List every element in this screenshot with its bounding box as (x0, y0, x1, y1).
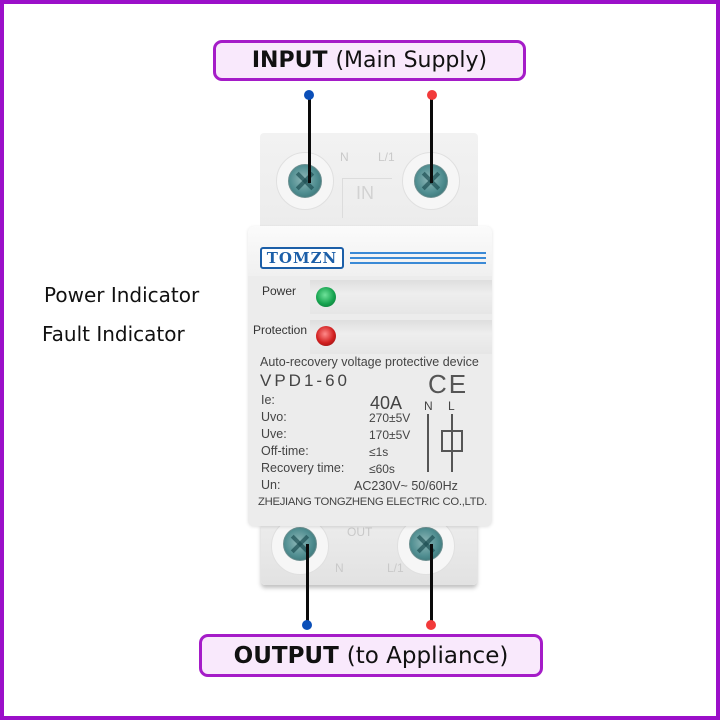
out-marking: OUT (347, 525, 373, 539)
input-neutral-screw-icon[interactable] (288, 164, 322, 198)
spec-label-uvo: Uvo: (261, 410, 287, 424)
output-live-dot (426, 620, 436, 630)
power-led-label: Power (262, 284, 297, 298)
output-live-screw-icon[interactable] (409, 527, 443, 561)
spec-value-uvo: 270±5V (369, 411, 411, 425)
spec-label-uve: Uve: (261, 427, 287, 441)
spec-value-recovery-time: ≤60s (369, 462, 395, 476)
protection-led-label: Protection (253, 323, 308, 337)
neutral-line-symbol (427, 414, 429, 472)
output-live-wire (430, 544, 433, 625)
live-line-symbol (451, 414, 453, 472)
input-callout: INPUT (Main Supply) (213, 40, 526, 81)
in-marking: IN (356, 183, 374, 203)
in-marking-box (342, 178, 392, 218)
protection-led-icon (316, 326, 336, 346)
power-indicator-strip (310, 280, 492, 314)
spec-label-un: Un: (261, 478, 281, 492)
device-title: Auto-recovery voltage protective device (260, 355, 479, 369)
output-l-marking: L/1 (387, 561, 404, 575)
output-n-marking: N (335, 561, 344, 575)
input-live-dot (427, 90, 437, 100)
input-callout-bold: INPUT (251, 48, 328, 73)
pole-n-label: N (424, 399, 433, 413)
pole-l-label: L (448, 399, 455, 413)
device-model: VPD1-60 (260, 371, 350, 390)
output-callout-bold: OUTPUT (233, 642, 339, 669)
brand-stripes (350, 252, 486, 267)
input-terminal-block: N L/1 IN (260, 133, 478, 228)
device-front-panel: TOMZN Power Protection Auto-recovery vol… (248, 226, 492, 526)
fault-indicator-label: Fault Indicator (42, 322, 185, 346)
spec-value-off-time: ≤1s (369, 445, 389, 459)
input-neutral-dot (304, 90, 314, 100)
power-led-icon (316, 287, 336, 307)
spec-value-un: AC230V~ 50/60Hz (354, 479, 458, 493)
brand-strip: TOMZN (248, 226, 492, 276)
power-indicator-label: Power Indicator (44, 283, 200, 307)
output-callout: OUTPUT (to Appliance) (199, 634, 543, 677)
spec-value-ie: 40A (370, 393, 403, 413)
output-callout-text: (to Appliance) (346, 642, 509, 669)
spec-label-ie: Ie: (261, 393, 275, 407)
output-terminal-block: OUT N L/1 (261, 517, 477, 585)
ce-mark-icon: CE (428, 369, 469, 399)
protection-indicator-strip (310, 320, 492, 354)
spec-label-recovery-time: Recovery time: (261, 461, 345, 475)
output-neutral-dot (302, 620, 312, 630)
relay-symbol-icon (441, 430, 463, 452)
input-l-marking: L/1 (378, 150, 395, 164)
input-n-marking: N (340, 150, 349, 164)
input-live-wire (430, 96, 433, 183)
input-neutral-wire (308, 96, 311, 183)
output-neutral-wire (306, 544, 309, 625)
output-neutral-screw-icon[interactable] (283, 527, 317, 561)
manufacturer-text: ZHEJIANG TONGZHENG ELECTRIC CO.,LTD. (258, 496, 487, 508)
spec-value-uve: 170±5V (369, 428, 411, 442)
brand-logo: TOMZN (260, 247, 344, 269)
input-callout-text: (Main Supply) (335, 48, 488, 73)
spec-label-off-time: Off-time: (261, 444, 309, 458)
